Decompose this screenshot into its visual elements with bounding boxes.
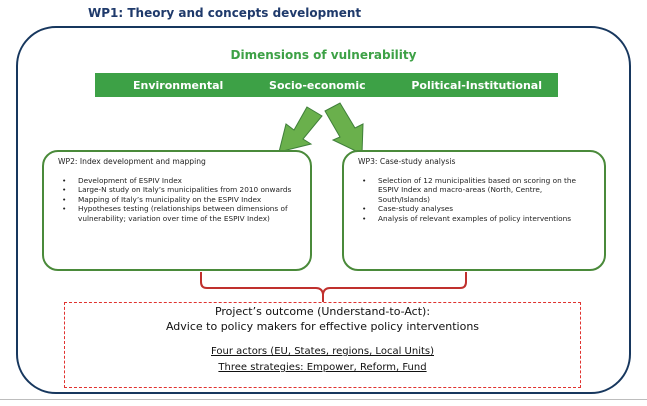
dimension-political-institutional: Political-Institutional bbox=[411, 78, 542, 92]
bottom-divider bbox=[0, 399, 647, 400]
arrow-to-wp2 bbox=[278, 106, 323, 153]
dimensions-title: Dimensions of vulnerability bbox=[230, 48, 417, 62]
wp2-title: WP2: Index development and mapping bbox=[58, 157, 206, 166]
arrow-to-wp3 bbox=[324, 102, 364, 155]
wp3-box: WP3: Case-study analysis Selection of 12… bbox=[342, 150, 606, 271]
wp2-item: Mapping of Italy’s municipality on the E… bbox=[58, 195, 298, 205]
wp1-frame bbox=[16, 26, 631, 394]
outcome-title: Project’s outcome (Understand-to-Act): bbox=[214, 305, 431, 318]
wp3-item: Analysis of relevant examples of policy … bbox=[358, 214, 592, 224]
wp3-title: WP3: Case-study analysis bbox=[358, 157, 456, 166]
wp1-title: WP1: Theory and concepts development bbox=[88, 6, 362, 20]
dimensions-bar: Environmental Socio-economic Political-I… bbox=[95, 73, 558, 97]
dimension-socio-economic: Socio-economic bbox=[269, 78, 366, 92]
wp2-item: Development of ESPIV Index bbox=[58, 176, 298, 186]
wp3-item: Selection of 12 municipalities based on … bbox=[358, 176, 592, 204]
wp2-item: Hypotheses testing (relationships betwee… bbox=[58, 204, 298, 223]
outcome-strategies: Three strategies: Empower, Reform, Fund bbox=[218, 362, 427, 373]
outcome-subtitle: Advice to policy makers for effective po… bbox=[165, 320, 480, 333]
wp2-item: Large-N study on Italy’s municipalities … bbox=[58, 185, 298, 195]
outcome-box bbox=[64, 302, 581, 388]
wp3-item: Case-study analyses bbox=[358, 204, 592, 214]
outcome-actors: Four actors (EU, States, regions, Local … bbox=[211, 346, 434, 357]
dimension-environmental: Environmental bbox=[133, 78, 224, 92]
wp2-box: WP2: Index development and mapping Devel… bbox=[42, 150, 312, 271]
